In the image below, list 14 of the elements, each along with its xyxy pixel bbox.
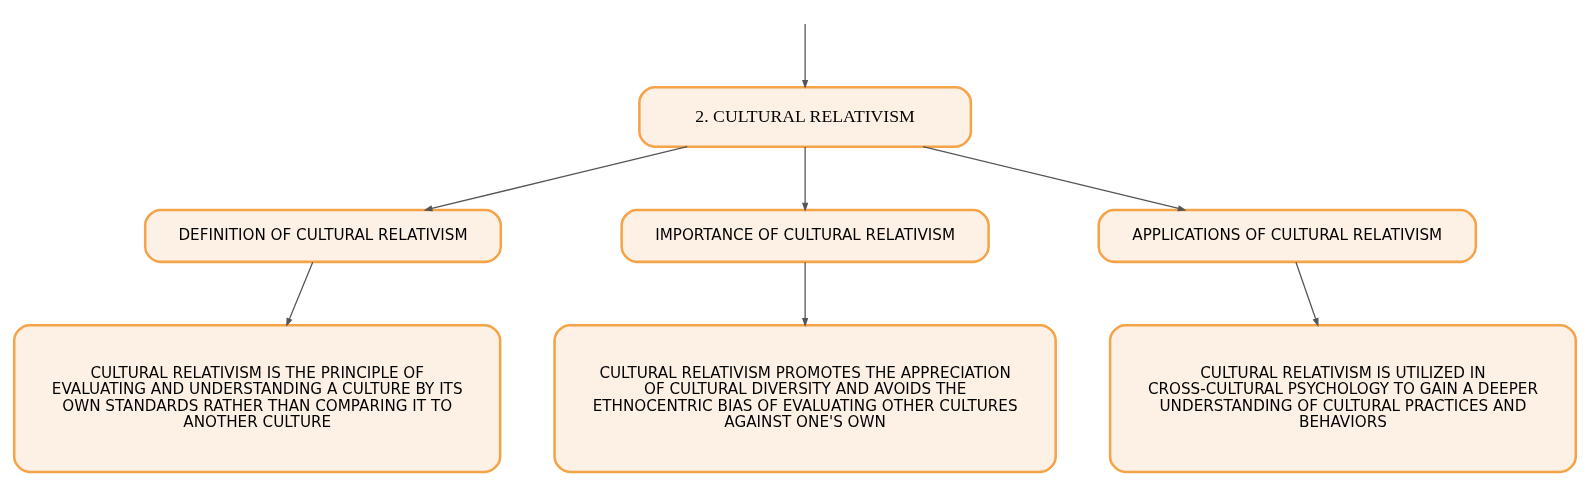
node-box: 2. CULTURAL RELATIVISM — [638, 85, 973, 148]
node-box: DEFINITION OF CULTURAL RELATIVISM — [143, 208, 503, 263]
arrow — [802, 261, 809, 327]
arrow — [286, 261, 314, 327]
node-box: CULTURAL RELATIVISM IS UTILIZED IN CROSS-CULTURAL PSYCHOLOGY TO GAIN A DEEPER UNDERSTANDING OF CULTURAL PRACTICES AND BEHAVIORS — [1108, 323, 1578, 473]
node-box: APPLICATIONS OF CULTURAL RELATIVISM — [1097, 208, 1478, 263]
arrow — [802, 145, 809, 212]
arrow — [423, 145, 688, 211]
node-box: IMPORTANCE OF CULTURAL RELATIVISM — [620, 208, 990, 263]
arrow — [802, 22, 809, 89]
arrow — [1295, 261, 1319, 327]
arrow — [922, 145, 1187, 211]
node-box: CULTURAL RELATIVISM IS THE PRINCIPLE OF EVALUATING AND UNDERSTANDING A CULTURE BY ITS OWN STANDARDS RATHER THAN COMPARING IT TO ANOTHER CULTURE — [12, 323, 502, 473]
node-box: CULTURAL RELATIVISM PROMOTES THE APPRECIATION OF CULTURAL DIVERSITY AND AVOIDS THE ETHNOCENTRIC BIAS OF EVALUATING OTHER CULTURES AGAINST ONE'S OWN — [553, 323, 1057, 473]
